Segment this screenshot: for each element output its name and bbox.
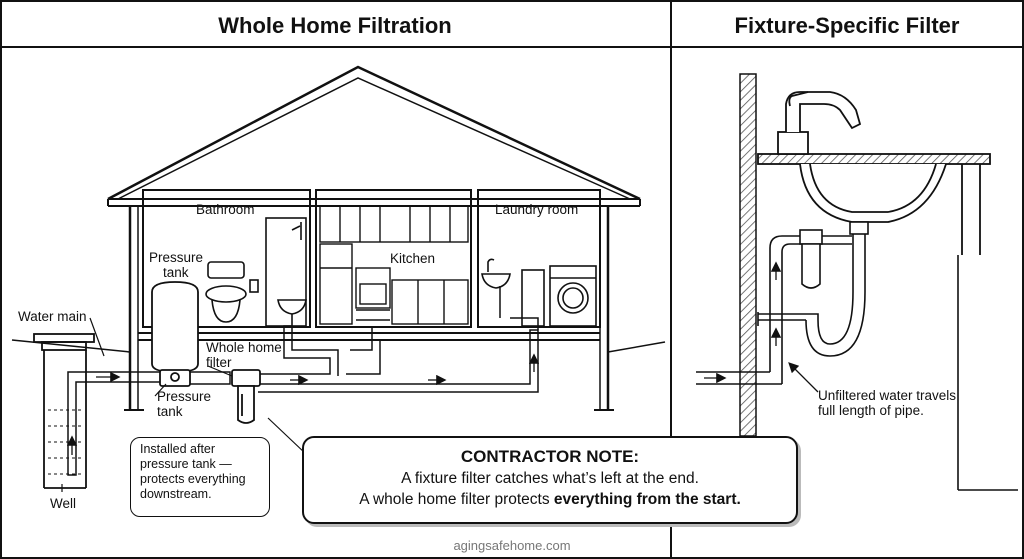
pressure-tank-label-2: tank [163, 265, 189, 280]
right-panel-title: Fixture-Specific Filter [735, 13, 960, 38]
contractor-note-title: CONTRACTOR NOTE: [460, 447, 640, 466]
whole-home-filter [231, 369, 261, 424]
install-note-line3: protects everything [140, 472, 246, 486]
whole-home-filter-label-2: filter [206, 355, 232, 370]
left-pipes [67, 286, 539, 476]
kitchen-label: Kitchen [390, 251, 435, 266]
sink-plumbing [696, 221, 1018, 491]
contractor-note-line2-plain: A whole home filter protects [359, 491, 554, 508]
water-main-label: Water main [18, 309, 87, 324]
sink [757, 91, 991, 255]
bathroom-fixtures [205, 217, 307, 327]
contractor-note-box: CONTRACTOR NOTE: A fixture filter catche… [302, 436, 798, 524]
kitchen-cabinets [319, 205, 469, 325]
well [33, 333, 95, 489]
contractor-note-line2-bold: everything from the start. [553, 491, 741, 508]
unfiltered-note-line1: Unfiltered water travels [818, 388, 956, 403]
contractor-note-line1: A fixture filter catches what’s left at … [401, 470, 699, 487]
pressure-tank-lower-label-2: tank [157, 404, 183, 419]
pressure-tank-label-1: Pressure [149, 250, 203, 265]
well-label: Well [50, 496, 76, 511]
laundry-label: Laundry room [495, 202, 578, 217]
house [11, 65, 666, 411]
install-note-line4: downstream. [140, 487, 212, 501]
pressure-tank [151, 281, 199, 387]
flow-arrows [66, 353, 540, 455]
install-note-box: Installed after pressure tank — protects… [130, 437, 270, 517]
pressure-tank-lower-label-1: Pressure [157, 389, 211, 404]
contractor-note-line2: A whole home filter protects everything … [304, 491, 796, 509]
footer-credit: agingsafehome.com [453, 538, 571, 553]
whole-home-filter-label-1: Whole home [206, 340, 282, 355]
sink-flow-arrows [704, 261, 819, 393]
bathroom-label: Bathroom [196, 202, 255, 217]
install-note-line2: pressure tank — [140, 457, 232, 471]
install-note-line1: Installed after [140, 442, 216, 456]
laundry-fixtures [481, 258, 597, 327]
left-panel-title: Whole Home Filtration [218, 13, 451, 38]
leader-lines [61, 317, 307, 492]
unfiltered-note-line2: full length of pipe. [818, 403, 924, 418]
wall-section [739, 73, 757, 437]
